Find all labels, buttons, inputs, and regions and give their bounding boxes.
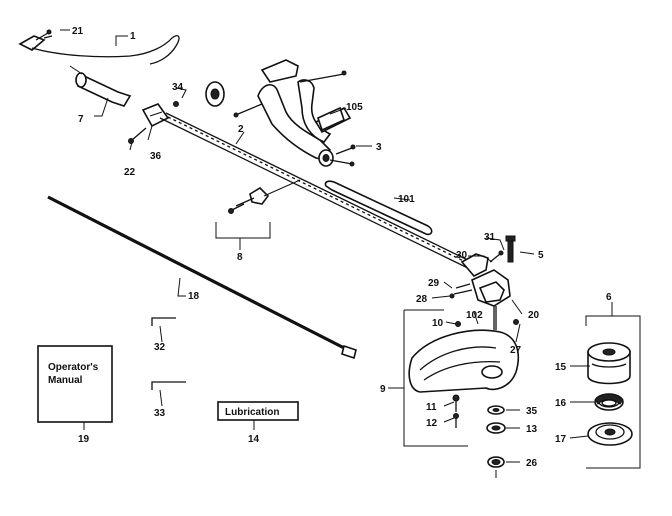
callout-10: 10: [432, 318, 444, 329]
callout-17: 17: [555, 434, 567, 445]
callout-101: 101: [398, 194, 415, 205]
callout-19: 19: [78, 434, 90, 445]
part-14-lubrication: Lubrication: [217, 401, 299, 430]
callout-102: 102: [466, 310, 483, 321]
callout-20: 20: [528, 310, 540, 321]
part-33-hex-key: [151, 381, 186, 390]
spindle-stack: [486, 405, 506, 478]
callout-9: 9: [380, 384, 386, 395]
part-101-decal: [324, 180, 433, 236]
callout-36: 36: [150, 151, 162, 162]
callout-12: 12: [426, 418, 438, 429]
callout-3: 3: [376, 142, 382, 153]
callout-32: 32: [154, 342, 166, 353]
leader-lines: [60, 29, 594, 463]
callout-30-upper: 30: [456, 250, 468, 261]
part-7-grip-sleeve: [69, 65, 132, 107]
callout-16: 16: [555, 398, 567, 409]
manual-line1: Operator's: [48, 362, 99, 373]
callout-26: 26: [526, 458, 538, 469]
callout-6: 6: [606, 292, 612, 303]
callout-5: 5: [538, 250, 544, 261]
callout-7: 7: [78, 114, 84, 125]
callout-2: 2: [238, 124, 244, 135]
callout-105: 105: [346, 102, 363, 113]
callout-14: 14: [248, 434, 260, 445]
callout-1: 1: [130, 31, 136, 42]
callout-28: 28: [416, 294, 428, 305]
callout-8: 8: [237, 252, 243, 263]
callout-21: 21: [72, 26, 84, 37]
callout-29: 29: [428, 278, 440, 289]
part-9-guard: [403, 309, 520, 447]
gear-head-assembly: [449, 235, 519, 330]
callout-15: 15: [555, 362, 567, 373]
part-6-spool-assembly: [585, 302, 641, 469]
part-34-screw: [173, 101, 179, 107]
callout-22: 22: [124, 167, 136, 178]
callout-35: 35: [526, 406, 538, 417]
part-18-flex-drive-cable: [47, 195, 357, 360]
callout-13: 13: [526, 424, 538, 435]
part-32-hex-key: [151, 317, 176, 326]
part-36-clamp: [141, 103, 170, 128]
manual-line2: Manual: [48, 375, 83, 386]
part-1-throttle-cable: [31, 35, 180, 65]
callout-18: 18: [188, 291, 200, 302]
callout-11: 11: [426, 402, 437, 413]
callout-33: 33: [154, 408, 166, 419]
handle-assembly: [205, 59, 356, 167]
part-19-operators-manual: Operator's Manual: [37, 345, 113, 430]
callout-numbers: 21 1 7 34 36 22 2 105 3 101 8 18 30 31 5…: [72, 26, 612, 469]
part-22-screw: [128, 127, 147, 144]
callout-31: 31: [484, 232, 496, 243]
part-2-drive-shaft-housing: [159, 112, 481, 273]
lubrication-label: Lubrication: [225, 407, 279, 418]
callout-27: 27: [510, 345, 522, 356]
callout-34: 34: [172, 82, 184, 93]
part-8-handle-knob: [215, 179, 301, 250]
part-21-wire-connector: [18, 29, 53, 51]
part-105-decal: [317, 106, 345, 132]
